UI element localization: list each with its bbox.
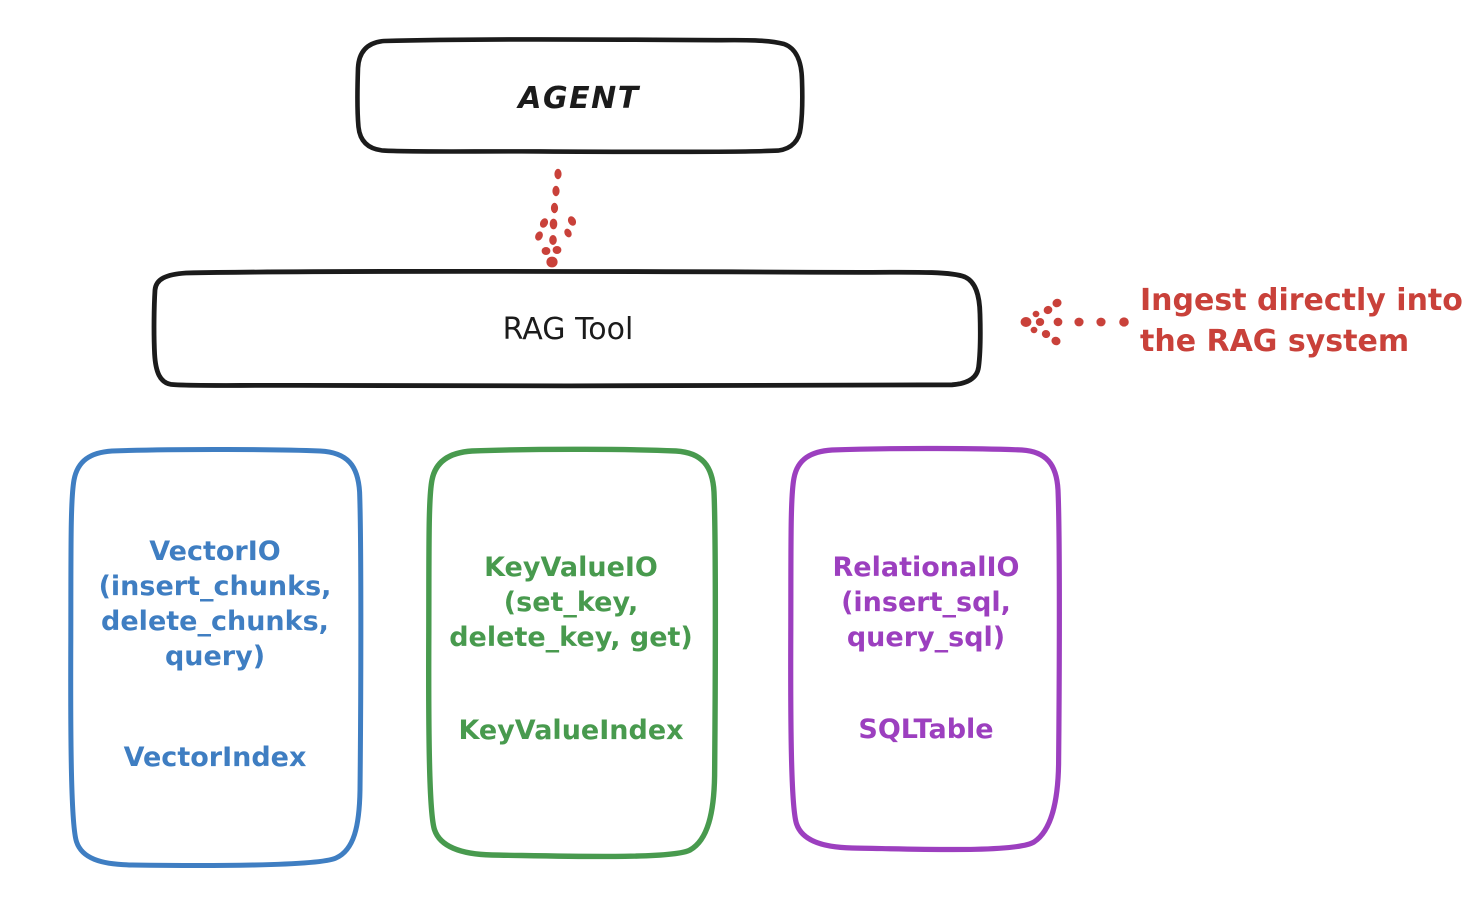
- vector-io-node[interactable]: [68, 446, 364, 869]
- agent-label: AGENT: [518, 81, 640, 116]
- sql-table-label: SQLTable: [858, 714, 994, 745]
- rag-tool-label: RAG Tool: [502, 312, 634, 347]
- relational-io-node[interactable]: [788, 445, 1062, 853]
- ingest-arrow: [1020, 298, 1129, 346]
- keyvalue-index-label: KeyValueIndex: [458, 715, 684, 746]
- ingest-annotation-text: Ingest directly into the RAG system: [1140, 283, 1463, 359]
- rag-tool-node[interactable]: [151, 268, 983, 389]
- vector-io-api-label: VectorIO (insert_chunks, delete_chunks, …: [98, 536, 332, 673]
- relational-io-api-label: RelationalIO (insert_sql, query_sql): [832, 552, 1020, 654]
- vector-index-label: VectorIndex: [123, 742, 307, 773]
- keyvalue-io-box-outline: [426, 446, 719, 860]
- relational-io-box-outline: [788, 445, 1062, 853]
- agent-box-outline: [355, 37, 805, 155]
- rag-tool-box-outline: [151, 268, 983, 389]
- keyvalue-io-node[interactable]: [426, 446, 719, 860]
- agent-to-rag-arrow: [535, 168, 577, 268]
- vector-io-box-outline: [68, 446, 364, 869]
- agent-node[interactable]: [355, 37, 805, 155]
- keyvalue-io-api-label: KeyValueIO (set_key, delete_key, get): [449, 552, 693, 654]
